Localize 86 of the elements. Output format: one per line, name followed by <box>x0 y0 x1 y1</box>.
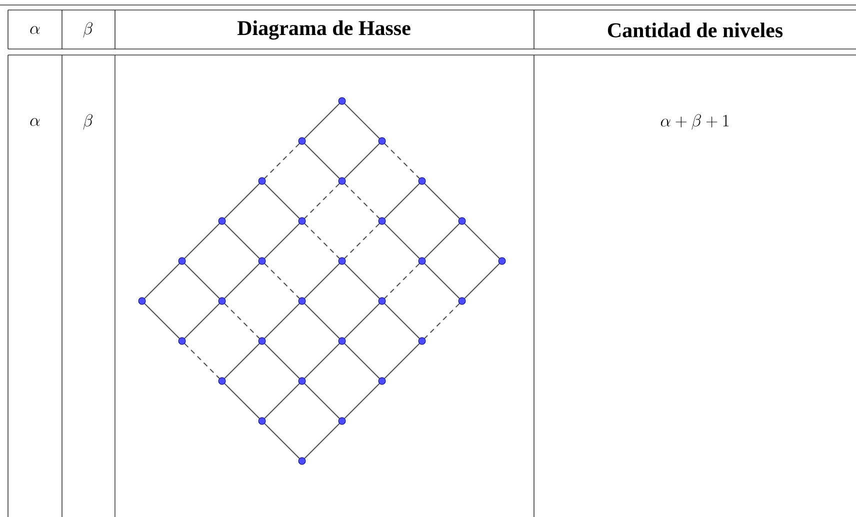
lattice-edge <box>384 263 420 299</box>
lattice-edge <box>224 343 260 379</box>
lattice-edge <box>344 223 380 259</box>
lattice-edge <box>344 383 380 419</box>
lattice-edge <box>224 303 260 339</box>
lattice-point <box>338 177 346 185</box>
lattice-edge <box>184 223 220 259</box>
lattice-edge <box>464 223 500 259</box>
lattice-point <box>418 257 426 265</box>
lattice-edge <box>344 103 380 139</box>
lattice-edge <box>264 263 300 299</box>
lattice-point <box>338 417 346 425</box>
lattice-point <box>298 457 306 465</box>
lattice-point <box>378 297 386 305</box>
lattice-edge <box>344 303 380 339</box>
lattice-edge <box>424 183 460 219</box>
lattice-point <box>378 137 386 145</box>
table-cell: $\alpha + \beta + 1$ <box>660 114 728 130</box>
lattice-point <box>178 257 186 265</box>
lattice-point <box>418 337 426 345</box>
lattice-point <box>338 257 346 265</box>
lattice-point <box>298 377 306 385</box>
lattice-point <box>258 417 266 425</box>
lattice-edge <box>384 303 420 339</box>
lattice-edge <box>424 303 460 339</box>
lattice-edge <box>344 183 380 219</box>
lattice-edge <box>424 263 460 299</box>
lattice-edge <box>184 263 220 299</box>
lattice-point <box>418 177 426 185</box>
lattice-point <box>258 177 266 185</box>
column-header: $\beta$ <box>83 22 93 38</box>
lattice-point <box>458 217 466 225</box>
lattice-edge <box>144 263 180 299</box>
lattice-edge <box>304 103 340 139</box>
lattice-point <box>338 97 346 105</box>
lattice-edge <box>264 343 300 379</box>
lattice-point <box>378 217 386 225</box>
lattice-edge <box>264 303 300 339</box>
lattice-edge <box>304 423 340 459</box>
lattice-point <box>298 137 306 145</box>
lattice-edge <box>264 423 300 459</box>
lattice-point <box>338 337 346 345</box>
lattice-edge <box>384 343 420 379</box>
lattice-point <box>218 377 226 385</box>
lattice-edge <box>344 143 380 179</box>
lattice-edge <box>304 223 340 259</box>
lattice-edge <box>224 263 260 299</box>
lattice-edge <box>264 143 300 179</box>
lattice-edge <box>224 383 260 419</box>
lattice-edge <box>464 263 500 299</box>
lattice-edge <box>384 143 420 179</box>
lattice-point <box>378 377 386 385</box>
lattice-edge <box>304 183 340 219</box>
lattice-point <box>218 217 226 225</box>
lattice-edge <box>184 303 220 339</box>
table-cell: $\alpha$ <box>30 118 40 126</box>
lattice-edge <box>224 183 260 219</box>
lattice-edge <box>424 223 460 259</box>
lattice-point <box>218 297 226 305</box>
lattice-edge <box>224 223 260 259</box>
column-header: Cantidad de niveles <box>608 22 783 38</box>
lattice-edge <box>344 263 380 299</box>
lattice-edge <box>304 303 340 339</box>
lattice-edge <box>304 343 340 379</box>
lattice-point <box>298 217 306 225</box>
lattice-edge <box>264 383 300 419</box>
lattice-point <box>178 337 186 345</box>
column-header: Diagrama de Hasse <box>237 20 410 40</box>
lattice-edge <box>144 303 180 339</box>
lattice-point <box>458 297 466 305</box>
column-header: $\alpha$ <box>30 26 40 34</box>
lattice-edge <box>384 183 420 219</box>
lattice-edge <box>264 183 300 219</box>
table-cell: $\beta$ <box>83 114 93 130</box>
lattice-edge <box>384 223 420 259</box>
lattice-point <box>258 337 266 345</box>
lattice-point <box>138 297 146 305</box>
lattice-edge <box>304 143 340 179</box>
lattice-edge <box>304 383 340 419</box>
lattice-edge <box>344 343 380 379</box>
lattice-edge <box>264 223 300 259</box>
lattice-point <box>498 257 506 265</box>
lattice-edge <box>304 263 340 299</box>
lattice-point <box>298 297 306 305</box>
lattice-point <box>258 257 266 265</box>
lattice-edge <box>184 343 220 379</box>
